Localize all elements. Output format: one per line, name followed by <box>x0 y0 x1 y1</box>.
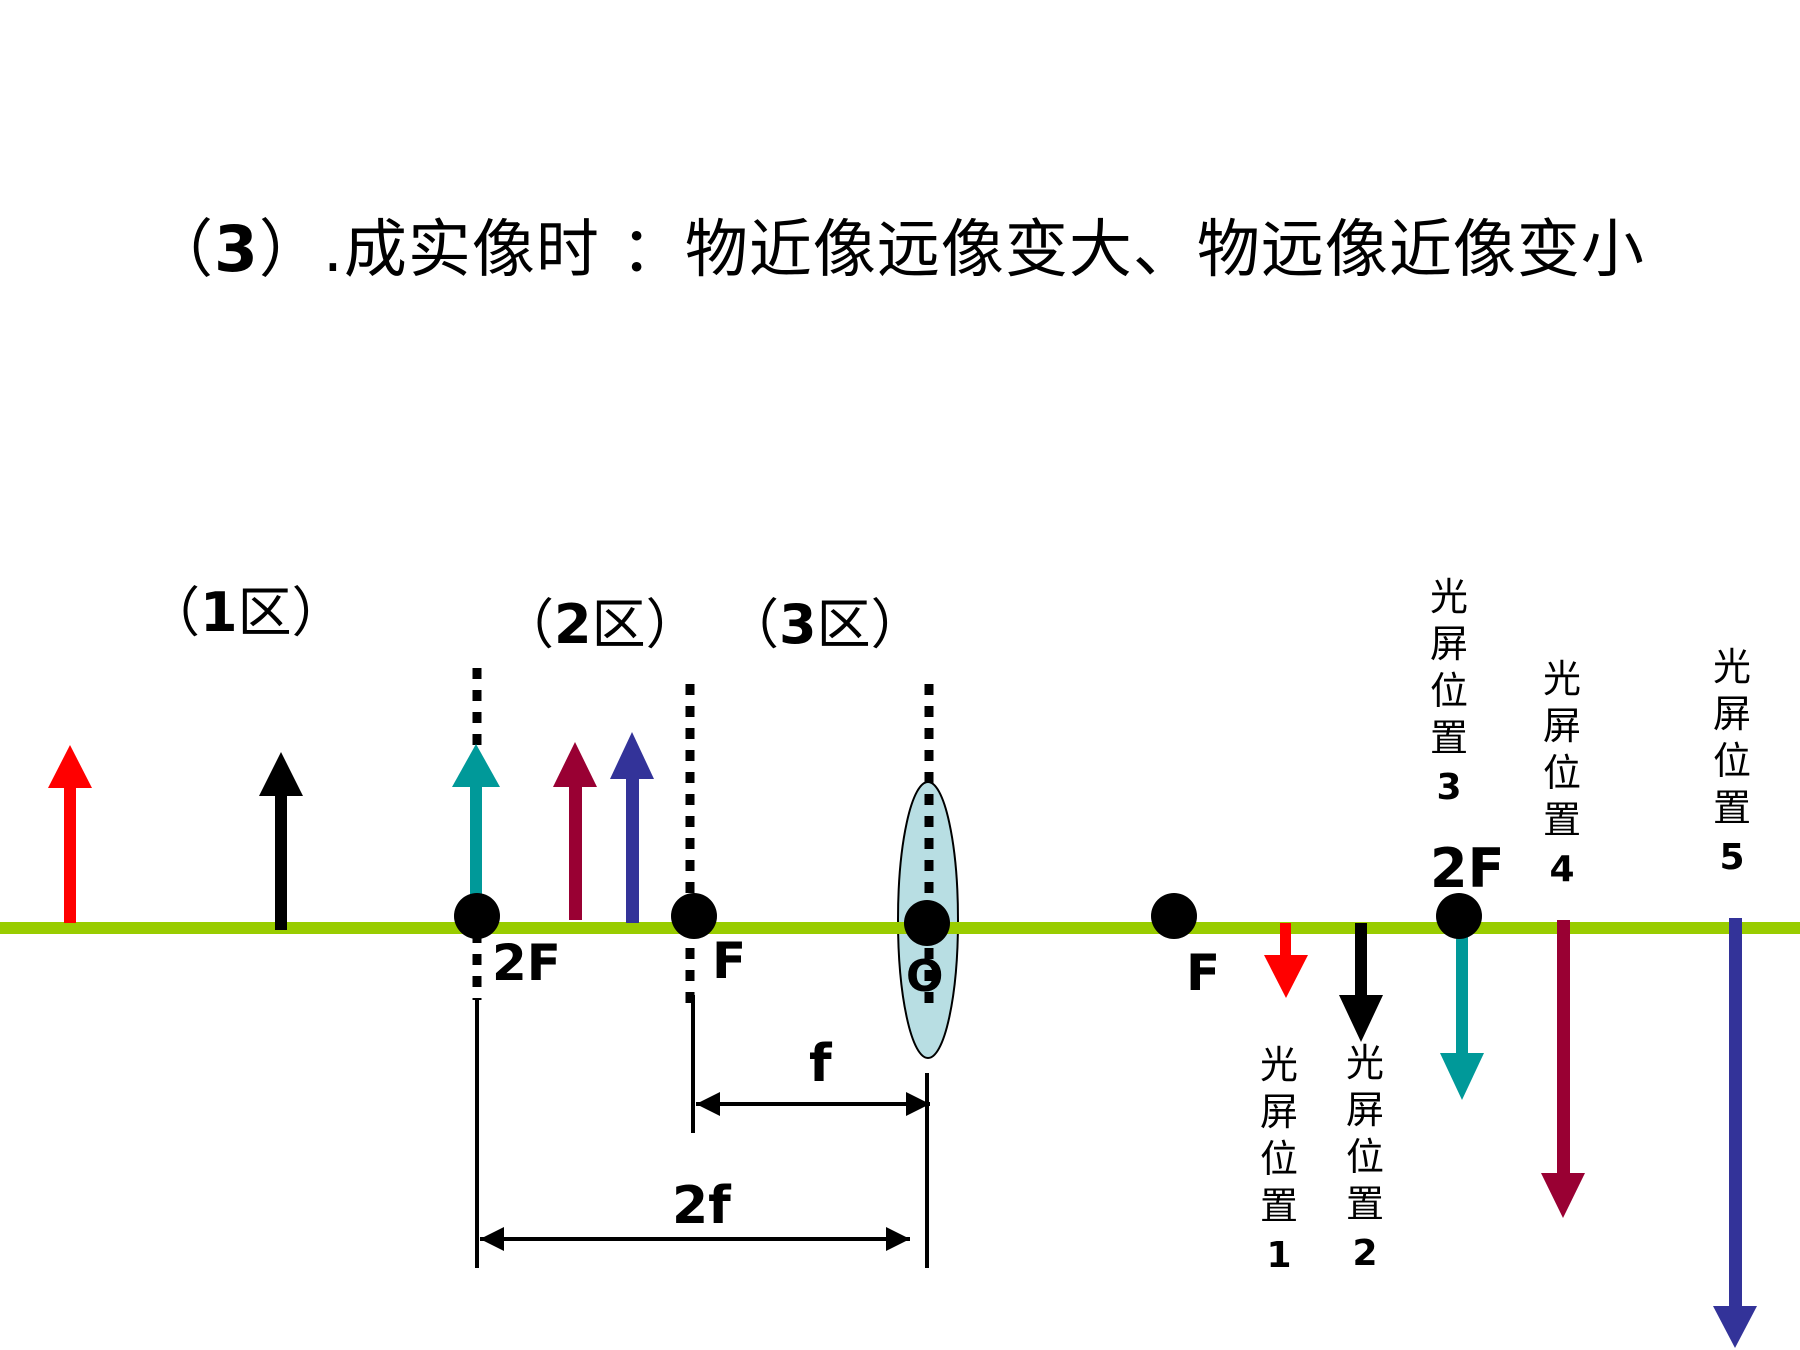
screen-number: 2 <box>1352 1233 1378 1274</box>
object-arrow-navy <box>610 732 654 923</box>
point-optical-center <box>904 900 950 946</box>
label-focal-length: f <box>809 1034 832 1094</box>
screen-char: 置 <box>1429 716 1468 760</box>
screen-number: 5 <box>1719 837 1745 878</box>
label-double-focal-length: 2f <box>672 1176 731 1236</box>
screen-char: 置 <box>1542 798 1581 842</box>
zone-open: （ <box>146 581 200 644</box>
screen-char: 位 <box>1429 669 1468 713</box>
point-f-right <box>1151 893 1197 939</box>
zone-open: （ <box>725 593 779 656</box>
zone-1-label: （1区） <box>146 586 346 640</box>
screen-number: 1 <box>1266 1235 1292 1276</box>
point-2f-left <box>454 893 500 939</box>
label-f-right: F <box>1186 944 1221 1002</box>
screen-char: 光 <box>1542 657 1581 701</box>
title-number: 3 <box>214 213 259 286</box>
image-arrow-teal <box>1440 920 1484 1100</box>
screen-position-4: 光 屏 位 置 4 <box>1537 656 1587 893</box>
screen-char: 屏 <box>1259 1090 1298 1134</box>
screen-char: 屏 <box>1345 1088 1384 1132</box>
zone-number: 1 <box>200 581 238 644</box>
image-arrow-navy <box>1713 918 1757 1348</box>
screen-position-2: 光 屏 位 置 2 <box>1340 1040 1390 1277</box>
zone-2-label: （2区） <box>500 598 700 652</box>
title-text: ）.成实像时 ：物近像远像变大、物远像近像变小 <box>258 213 1645 286</box>
screen-number: 3 <box>1436 767 1462 808</box>
image-arrow-red <box>1264 923 1308 998</box>
screen-char: 置 <box>1712 786 1751 830</box>
screen-char: 屏 <box>1542 704 1581 748</box>
object-arrow-teal <box>452 744 500 923</box>
image-arrow-black <box>1339 923 1383 1042</box>
screen-char: 位 <box>1712 739 1751 783</box>
zone-close: 区） <box>591 593 700 656</box>
point-2f-right <box>1436 893 1482 939</box>
image-arrow-maroon <box>1541 920 1585 1218</box>
zone-open: （ <box>500 593 554 656</box>
label-f-left: F <box>712 932 747 990</box>
screen-char: 光 <box>1345 1041 1384 1085</box>
zone-3-label: （3区） <box>725 598 925 652</box>
zone-close: 区） <box>816 593 925 656</box>
title-prefix: （ <box>150 213 214 286</box>
screen-char: 光 <box>1429 575 1468 619</box>
label-2f-left: 2F <box>492 934 561 992</box>
screen-char: 置 <box>1259 1184 1298 1228</box>
screen-char: 屏 <box>1429 622 1468 666</box>
screen-char: 位 <box>1542 751 1581 795</box>
label-optical-center: O <box>906 951 944 1002</box>
screen-position-1: 光 屏 位 置 1 <box>1254 1042 1304 1279</box>
object-arrow-black <box>259 752 303 930</box>
zone-number: 2 <box>554 593 592 656</box>
screen-char: 位 <box>1259 1137 1298 1181</box>
screen-position-3: 光 屏 位 置 3 <box>1424 574 1474 811</box>
screen-char: 屏 <box>1712 692 1751 736</box>
point-f-left <box>671 893 717 939</box>
label-2f-right: 2F <box>1430 837 1505 900</box>
screen-char: 光 <box>1259 1043 1298 1087</box>
screen-char: 光 <box>1712 645 1751 689</box>
object-arrow-maroon <box>553 742 597 920</box>
zone-close: 区） <box>237 581 346 644</box>
screen-char: 置 <box>1345 1182 1384 1226</box>
zone-number: 3 <box>779 593 817 656</box>
screen-position-5: 光 屏 位 置 5 <box>1707 644 1757 881</box>
screen-number: 4 <box>1549 849 1575 890</box>
slide-title: （3）.成实像时 ：物近像远像变大、物远像近像变小 <box>150 218 1645 281</box>
screen-char: 位 <box>1345 1135 1384 1179</box>
object-arrow-red <box>48 745 92 923</box>
